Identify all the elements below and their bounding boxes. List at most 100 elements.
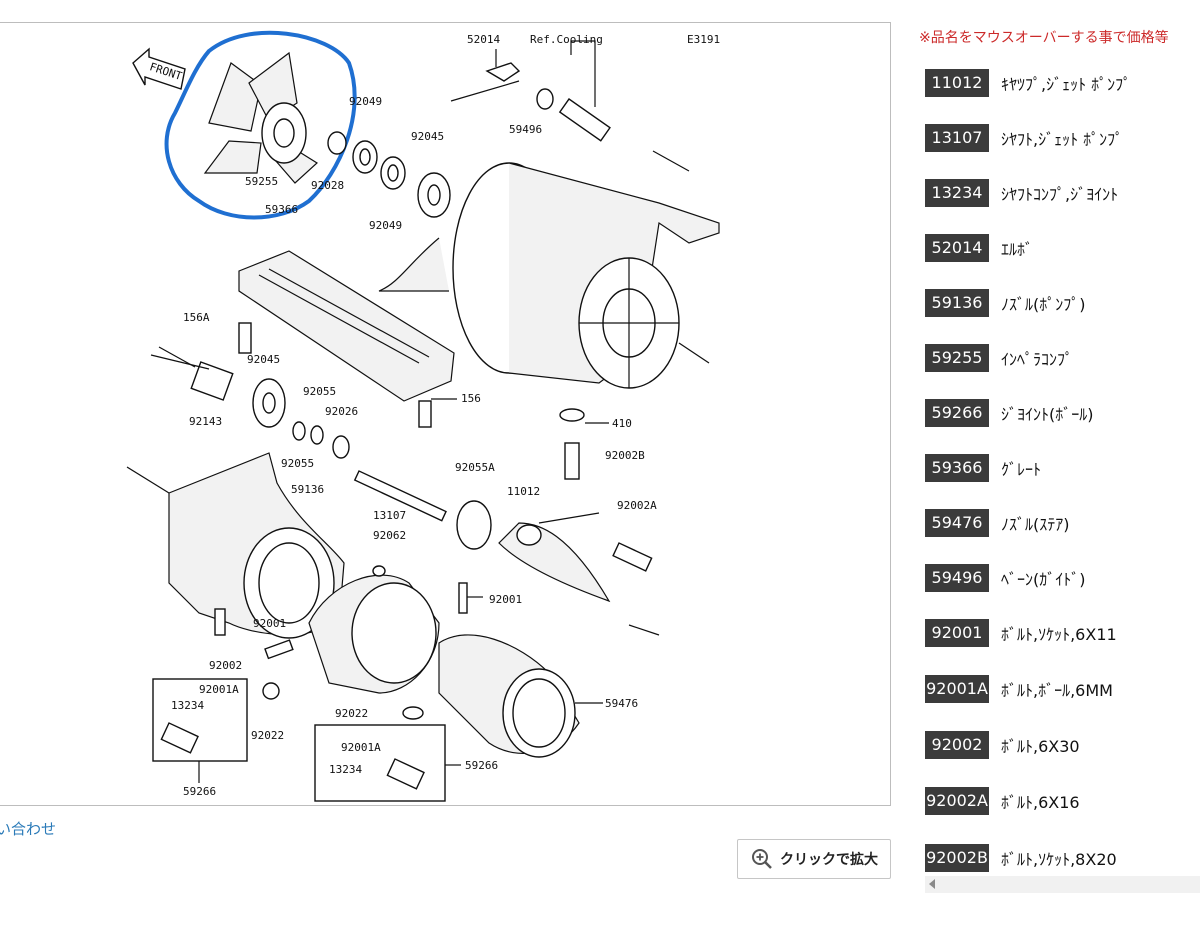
part-number: 59496: [925, 564, 989, 592]
impeller-part[interactable]: [203, 51, 318, 184]
jet-pump-cap-part[interactable]: [498, 512, 611, 603]
svg-text:92001: 92001: [489, 593, 522, 606]
part-name: ﾎﾞﾙﾄ,ｿｹｯﾄ,8X20: [1001, 850, 1117, 869]
highlight-circle: [164, 30, 357, 220]
zoom-button[interactable]: クリックで拡大: [737, 839, 891, 879]
svg-text:92055: 92055: [303, 385, 336, 398]
svg-text:92001: 92001: [253, 617, 286, 630]
svg-text:59255: 59255: [245, 175, 278, 188]
pump-housing-part[interactable]: [378, 162, 720, 389]
steer-nozzle-part[interactable]: [438, 634, 603, 758]
part-name: ｸﾞﾚｰﾄ: [1001, 460, 1042, 479]
part-number: 11012: [925, 69, 989, 97]
part-number: 92001: [925, 619, 989, 647]
svg-text:92001A: 92001A: [341, 741, 381, 754]
part-row[interactable]: 59136 ﾉｽﾞﾙ(ﾎﾟﾝﾌﾟ): [925, 288, 1086, 318]
exploded-view-drawing: FRONT: [126, 30, 720, 802]
svg-text:92049: 92049: [349, 95, 382, 108]
svg-text:92028: 92028: [311, 179, 344, 192]
part-name: ﾎﾞﾙﾄ,ﾎﾞｰﾙ,6MM: [1001, 681, 1113, 700]
part-row[interactable]: 59266 ｼﾞﾖｲﾝﾄ(ﾎﾞｰﾙ): [925, 398, 1094, 428]
svg-text:92002B: 92002B: [605, 449, 645, 462]
steering-nozzle-part[interactable]: [308, 565, 440, 694]
part-row[interactable]: 59496 ﾍﾞｰﾝ(ｶﾞｲﾄﾞ): [925, 563, 1086, 593]
part-row[interactable]: 13234 ｼﾔﾌﾄｺﾝﾌﾟ,ｼﾞﾖｲﾝﾄ: [925, 178, 1118, 208]
part-name: ﾎﾞﾙﾄ,ｿｹｯﾄ,6X11: [1001, 625, 1117, 644]
part-name: ﾍﾞｰﾝ(ｶﾞｲﾄﾞ): [1001, 570, 1086, 589]
contact-link[interactable]: い合わせ: [0, 820, 57, 838]
svg-text:52014: 52014: [467, 33, 500, 46]
part-row[interactable]: 92002B ﾎﾞﾙﾄ,ｿｹｯﾄ,8X20: [925, 843, 1117, 873]
svg-text:92022: 92022: [335, 707, 368, 720]
svg-text:92143: 92143: [189, 415, 222, 428]
zoom-in-icon: [752, 849, 772, 869]
svg-text:59136: 59136: [291, 483, 324, 496]
part-name: ｴﾙﾎﾞ: [1001, 240, 1034, 259]
part-number: 59255: [925, 344, 989, 372]
parts-diagram[interactable]: FRONT: [0, 22, 891, 806]
svg-text:13234: 13234: [329, 763, 362, 776]
svg-text:92055: 92055: [281, 457, 314, 470]
part-row[interactable]: 92001A ﾎﾞﾙﾄ,ﾎﾞｰﾙ,6MM: [925, 674, 1113, 704]
svg-text:92026: 92026: [325, 405, 358, 418]
part-row[interactable]: 11012 ｷﾔﾂﾌﾟ,ｼﾞｪｯﾄ ﾎﾟﾝﾌﾟ: [925, 68, 1131, 98]
svg-text:92062: 92062: [373, 529, 406, 542]
part-row[interactable]: 59366 ｸﾞﾚｰﾄ: [925, 453, 1041, 483]
svg-text:Ref.Cooling: Ref.Cooling: [530, 33, 603, 46]
scroll-left-arrow-icon[interactable]: [929, 879, 935, 889]
part-name: ﾎﾞﾙﾄ,6X16: [1001, 793, 1080, 812]
svg-text:E3191: E3191: [687, 33, 720, 46]
part-name: ﾉｽﾞﾙ(ﾎﾟﾝﾌﾟ): [1001, 295, 1086, 314]
part-number: 92002A: [925, 787, 989, 815]
part-number: 92001A: [925, 675, 989, 703]
svg-text:156: 156: [461, 392, 481, 405]
part-number: 59476: [925, 509, 989, 537]
svg-text:13107: 13107: [373, 509, 406, 522]
svg-text:13234: 13234: [171, 699, 204, 712]
svg-text:92049: 92049: [369, 219, 402, 232]
front-arrow-icon: FRONT: [132, 47, 186, 90]
part-name: ﾉｽﾞﾙ(ｽﾃｱ): [1001, 515, 1070, 534]
part-row[interactable]: 52014 ｴﾙﾎﾞ: [925, 233, 1033, 263]
part-row[interactable]: 92001 ﾎﾞﾙﾄ,ｿｹｯﾄ,6X11: [925, 618, 1117, 648]
svg-text:92045: 92045: [411, 130, 444, 143]
part-number: 92002: [925, 731, 989, 759]
part-name: ｷﾔﾂﾌﾟ,ｼﾞｪｯﾄ ﾎﾟﾝﾌﾟ: [1001, 75, 1132, 94]
svg-text:410: 410: [612, 417, 632, 430]
svg-text:59266: 59266: [465, 759, 498, 772]
svg-text:156A: 156A: [183, 311, 210, 324]
svg-text:11012: 11012: [507, 485, 540, 498]
part-number: 59366: [925, 454, 989, 482]
grate-part[interactable]: [238, 250, 455, 402]
price-notice: ※品名をマウスオーバーする事で価格等: [919, 30, 1169, 46]
svg-text:59496: 59496: [509, 123, 542, 136]
part-name: ｼﾞﾖｲﾝﾄ(ﾎﾞｰﾙ): [1001, 405, 1094, 424]
part-name: ｼﾔﾌﾄｺﾝﾌﾟ,ｼﾞﾖｲﾝﾄ: [1001, 185, 1119, 204]
svg-text:59366: 59366: [265, 203, 298, 216]
part-number: 59266: [925, 399, 989, 427]
part-name: ｲﾝﾍﾟﾗｺﾝﾌﾟ: [1001, 350, 1074, 369]
horizontal-scrollbar[interactable]: [925, 876, 1200, 893]
zoom-button-label: クリックで拡大: [780, 852, 878, 868]
svg-text:92002: 92002: [209, 659, 242, 672]
part-row[interactable]: 92002 ﾎﾞﾙﾄ,6X30: [925, 730, 1080, 760]
svg-text:59266: 59266: [183, 785, 216, 798]
part-number: 52014: [925, 234, 989, 262]
part-number: 13234: [925, 179, 989, 207]
callout-labels: 59255 92028 92049 92049 92045 52014 5949…: [171, 33, 720, 798]
part-number: 59136: [925, 289, 989, 317]
svg-text:92055A: 92055A: [455, 461, 495, 474]
part-row[interactable]: 92002A ﾎﾞﾙﾄ,6X16: [925, 786, 1080, 816]
part-name: ｼﾔﾌﾄ,ｼﾞｪｯﾄ ﾎﾟﾝﾌﾟ: [1001, 130, 1124, 149]
part-name: ﾎﾞﾙﾄ,6X30: [1001, 737, 1080, 756]
part-number: 92002B: [925, 844, 989, 872]
part-row[interactable]: 59255 ｲﾝﾍﾟﾗｺﾝﾌﾟ: [925, 343, 1073, 373]
svg-text:59476: 59476: [605, 697, 638, 710]
svg-text:92001A: 92001A: [199, 683, 239, 696]
svg-text:92002A: 92002A: [617, 499, 657, 512]
pump-nozzle-part[interactable]: [126, 452, 345, 639]
part-row[interactable]: 59476 ﾉｽﾞﾙ(ｽﾃｱ): [925, 508, 1070, 538]
svg-text:92022: 92022: [251, 729, 284, 742]
svg-text:92045: 92045: [247, 353, 280, 366]
